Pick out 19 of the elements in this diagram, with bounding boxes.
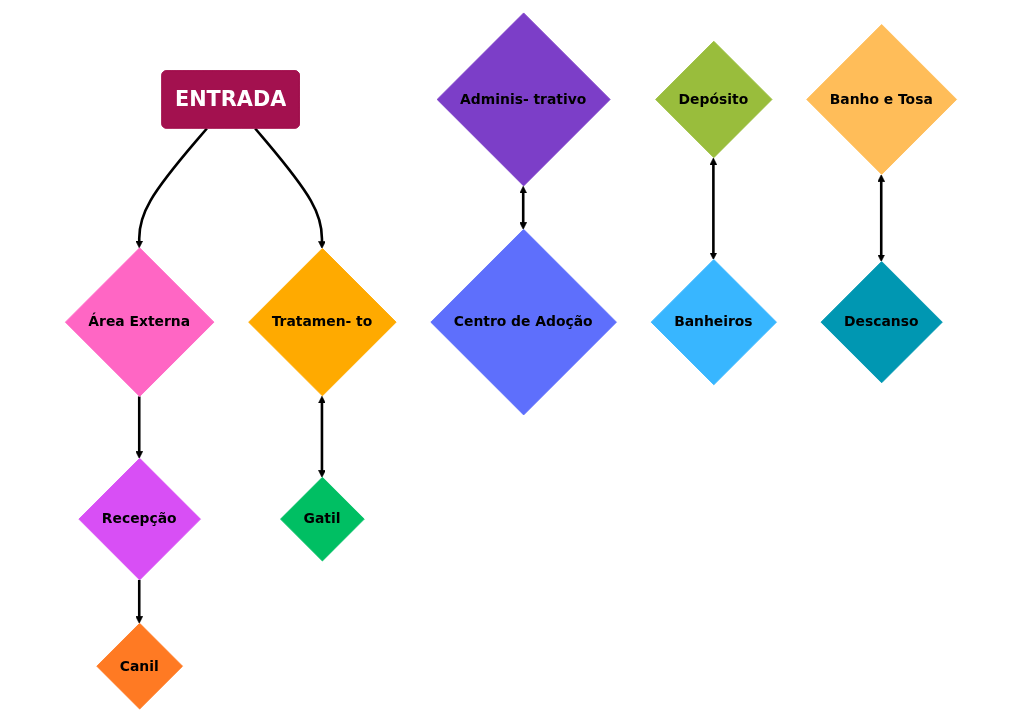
arrow — [877, 174, 886, 262]
node-diamond: Centro de Adoção — [430, 228, 617, 416]
arrow — [135, 396, 144, 459]
node-diamond: Banho e Tosa — [806, 24, 958, 175]
node-diamond: Depósito — [655, 40, 773, 159]
node-diamond: Área Externa — [64, 247, 215, 397]
node-diamond: Adminis- trativo — [436, 12, 611, 187]
node-diamond: Recepção — [78, 457, 201, 581]
node-diamond: Descanso — [820, 261, 943, 384]
arrow — [135, 579, 144, 624]
node-diamond: Tratamen- to — [248, 247, 397, 397]
arrow — [519, 185, 527, 230]
arrow — [709, 157, 718, 260]
node-diamond: Gatil — [280, 476, 365, 562]
arrow — [135, 127, 208, 249]
arrow — [254, 127, 326, 249]
arrow — [318, 395, 326, 478]
node-diamond: Banheiros — [650, 259, 777, 386]
node-diamond: Canil — [96, 622, 183, 710]
